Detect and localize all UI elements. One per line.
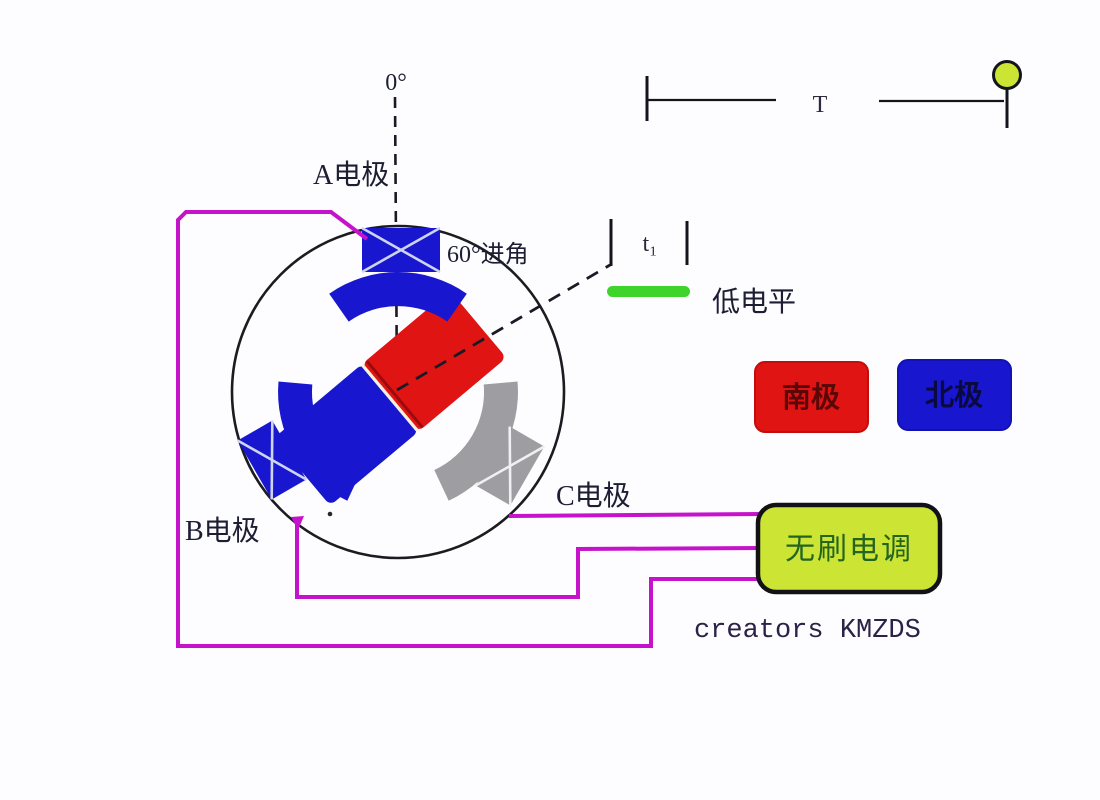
credits-label: creators KMZDS [694, 616, 921, 646]
period-label: T [813, 92, 828, 118]
rotor-separator-dark [365, 360, 424, 429]
esc-label: 无刷电调 [785, 533, 913, 566]
zero-axis-dashed-line [393, 96, 399, 391]
coil-b-cross-2 [237, 439, 307, 481]
coil-a-cross-2 [361, 226, 441, 274]
advance-angle-dashed-line [396, 263, 611, 392]
north-pole-box [897, 359, 1012, 431]
c-electrode-label: C电极 [556, 480, 631, 512]
stator-arc-a [329, 272, 467, 322]
wire-phase-b-arrow [291, 516, 304, 530]
coil-c [475, 426, 545, 506]
wire-phase-b [295, 519, 762, 599]
coil-c-cross-2 [508, 426, 512, 506]
coil-a [361, 226, 441, 274]
south-pole-box [754, 361, 869, 433]
small-dot [327, 511, 333, 517]
stator-arc-c [434, 381, 518, 501]
rotor-separator-white [361, 364, 419, 432]
advance-angle-label: 60°进角 [447, 241, 529, 268]
north-pole-label: 北极 [925, 379, 983, 412]
south-pole-label: 南极 [782, 381, 840, 414]
rotor-red-half [364, 293, 504, 429]
lollipop-marker [992, 60, 1022, 90]
zero-degree-label: 0° [385, 70, 407, 96]
t1-label: t₁ [642, 231, 657, 257]
wire-phase-c [508, 512, 762, 518]
coil-b [237, 420, 307, 500]
low-level-bar [607, 286, 690, 297]
wire-phase-a [176, 210, 761, 648]
stator-arc-b [278, 381, 362, 501]
esc-box [755, 502, 943, 595]
stator-circle [230, 224, 566, 560]
b-electrode-label: B电极 [185, 515, 260, 547]
low-level-label: 低电平 [712, 286, 796, 318]
a-electrode-label: A电极 [313, 159, 389, 191]
